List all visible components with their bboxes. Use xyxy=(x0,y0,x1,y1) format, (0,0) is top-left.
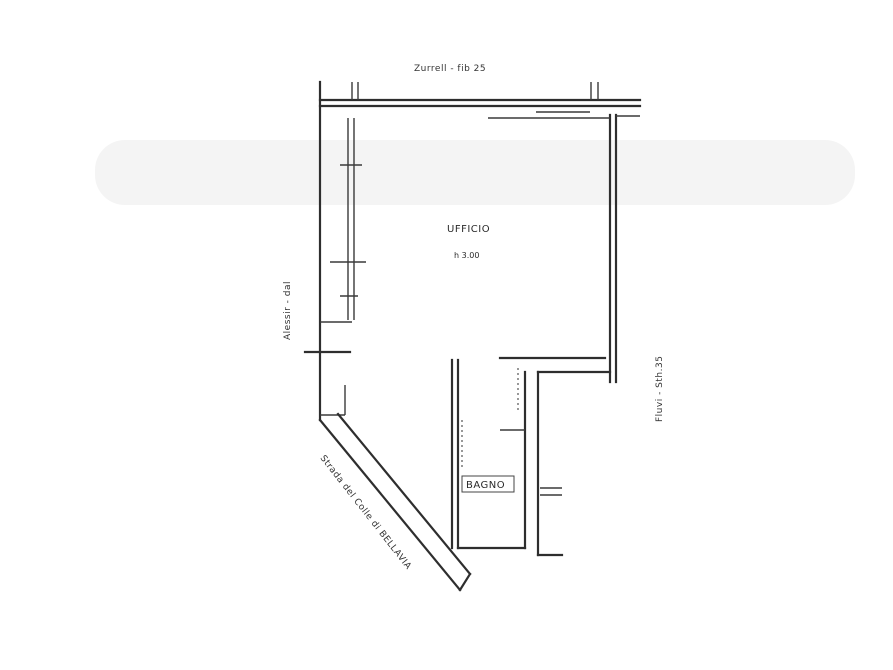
street-label-north: Zurrell - fib 25 xyxy=(414,64,486,74)
north-wall xyxy=(318,82,642,108)
west-wall xyxy=(303,80,366,422)
room-label-bathroom: BAGNO xyxy=(466,480,505,491)
street-label-west: Alessir - dal xyxy=(283,281,293,340)
bathroom-walls xyxy=(450,356,612,557)
room-label-office: UFFICIO xyxy=(447,224,490,235)
east-wall xyxy=(488,111,640,384)
street-label-southwest: Strada del Colle di BELLAVIA xyxy=(318,454,414,572)
watermark-band xyxy=(95,140,855,205)
room-label-bathroom-box: BAGNO xyxy=(461,475,515,493)
diagonal-wall xyxy=(318,412,472,592)
street-label-east: Fluvi - Sth.35 xyxy=(655,356,665,422)
room-height-office: h 3.00 xyxy=(454,251,479,260)
